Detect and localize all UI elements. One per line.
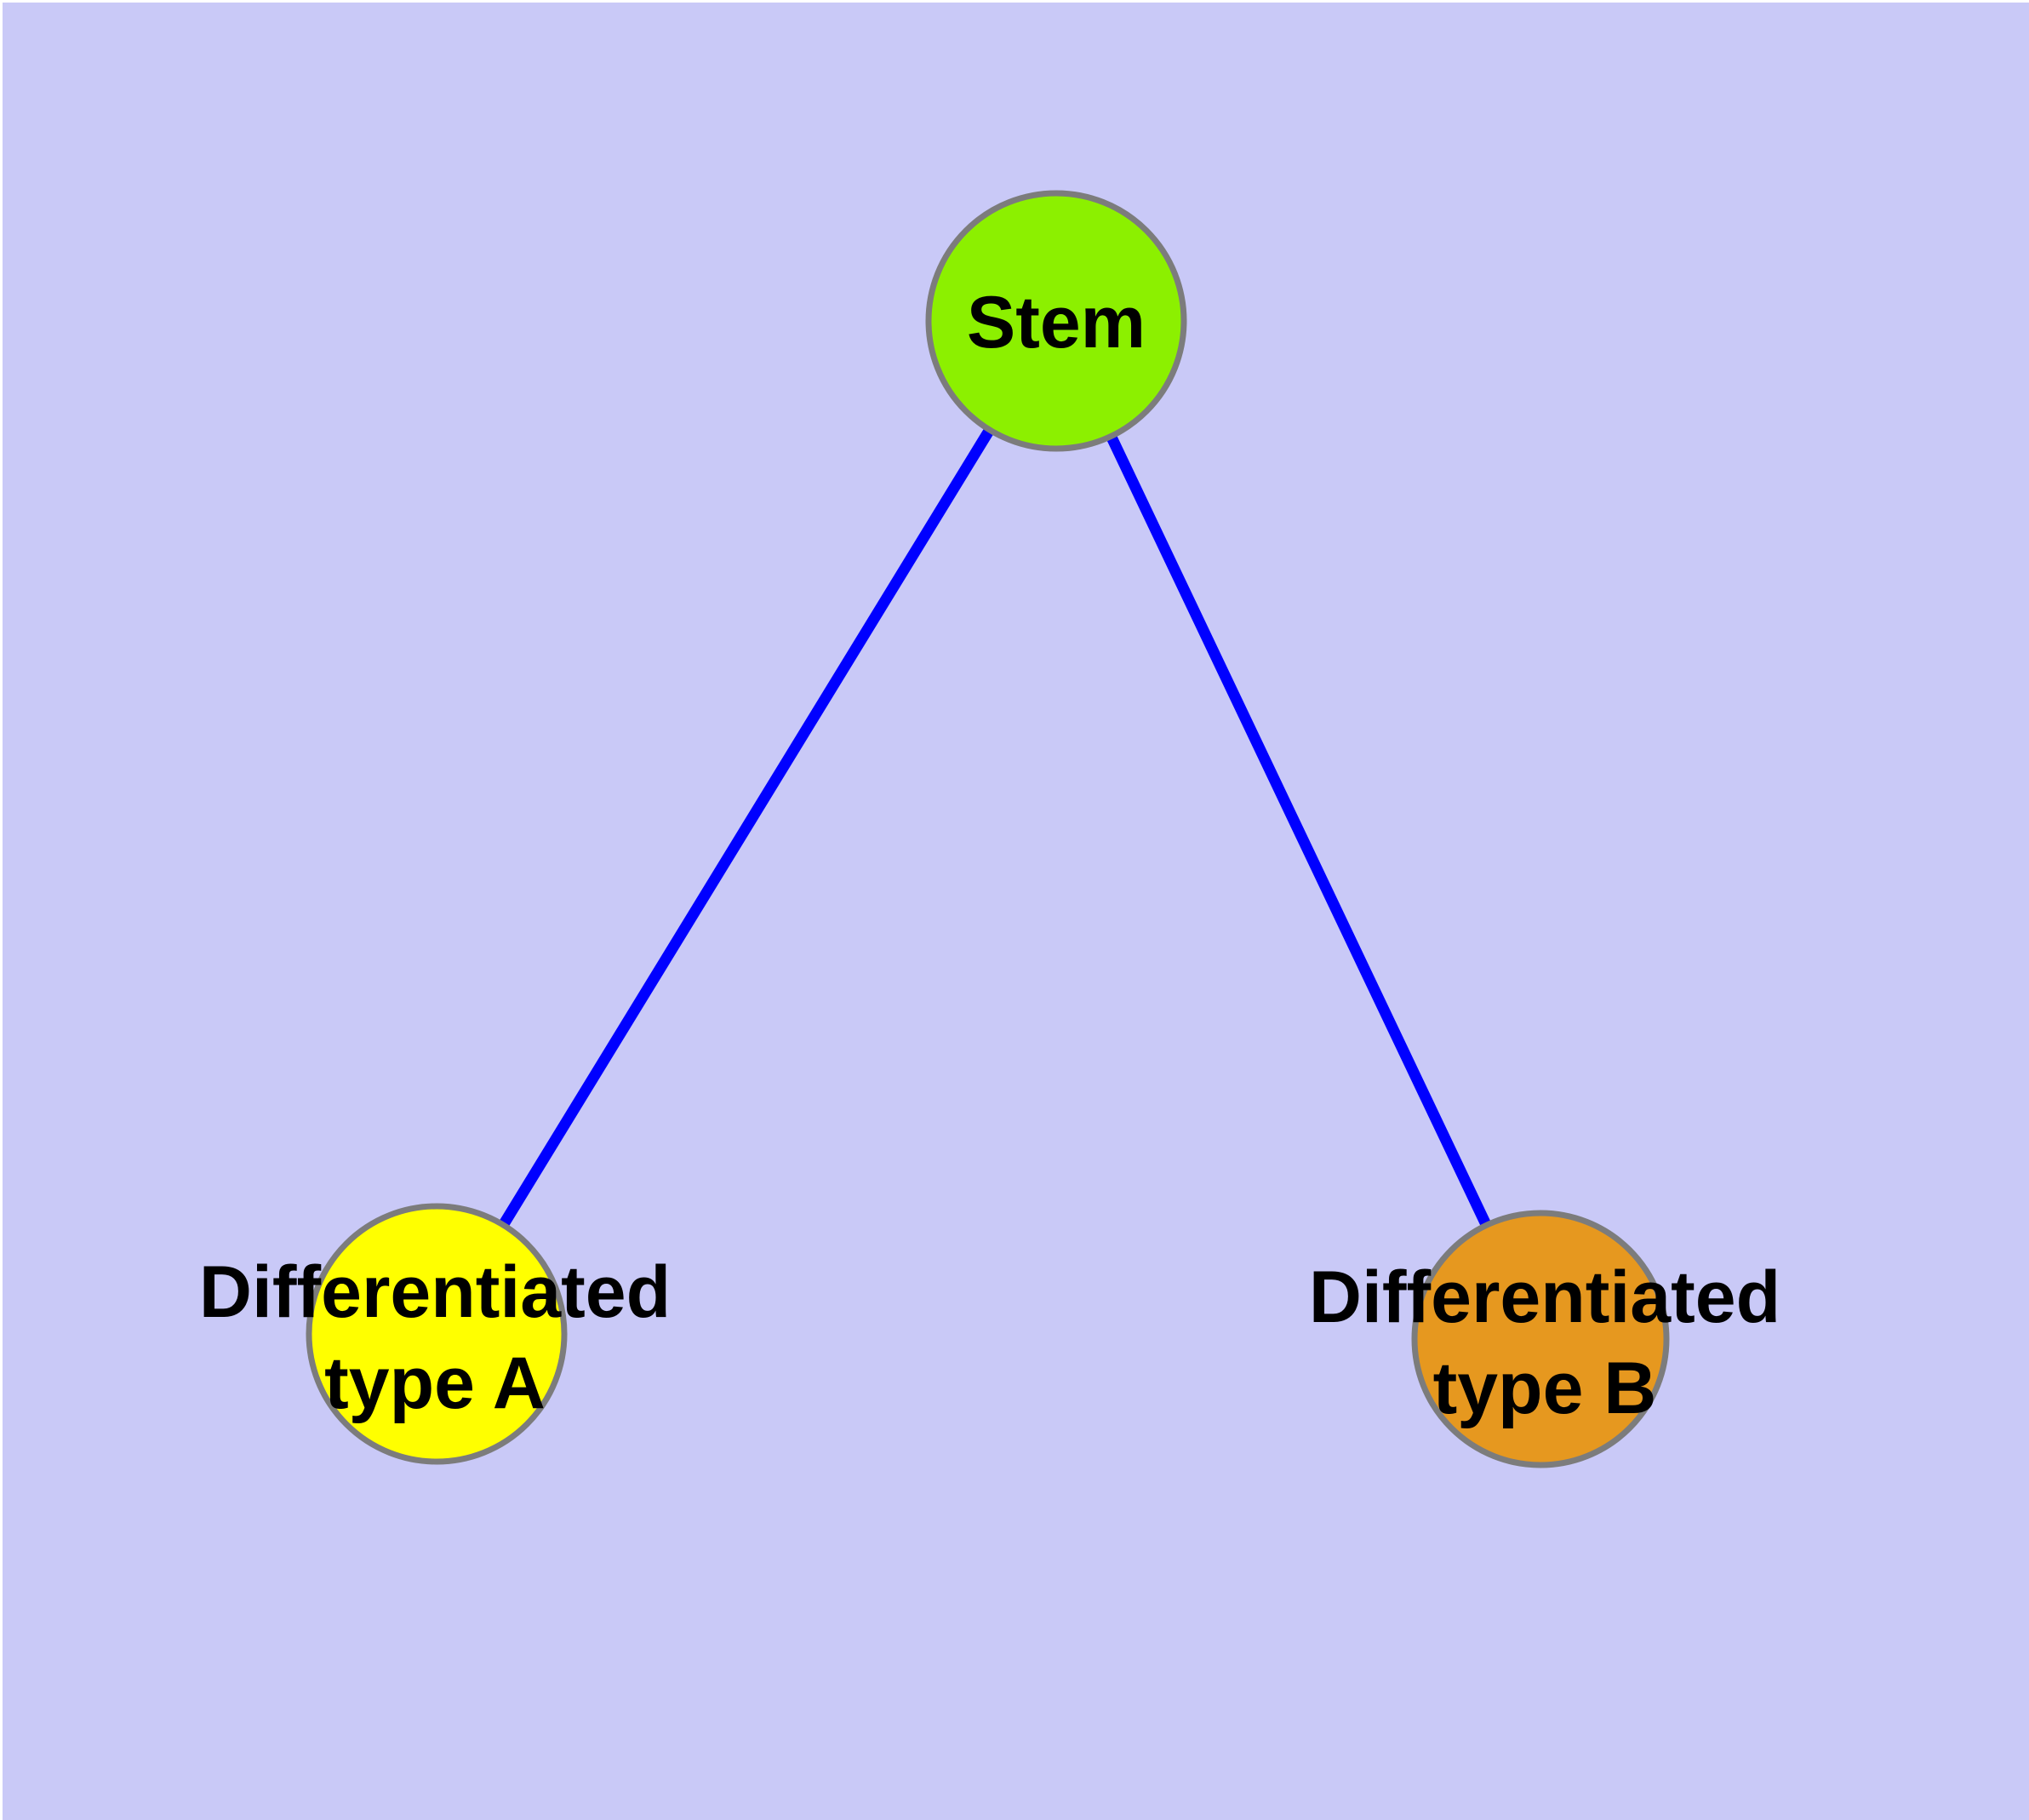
node-type-a-label-line2: type A <box>324 1342 546 1424</box>
node-stem-label: Stem <box>967 282 1146 363</box>
graph-svg: Stem Differentiated type A Differentiate… <box>3 3 2029 1820</box>
node-stem <box>925 190 1187 452</box>
node-type-a-label-line1: Differentiated <box>199 1251 671 1333</box>
node-type-b-label-line2: type B <box>1433 1348 1657 1429</box>
node-type-b-label-line1: Differentiated <box>1309 1256 1780 1338</box>
edge-stem-to-type-a <box>432 318 1061 1337</box>
node-differentiated-type-a <box>306 1203 568 1465</box>
node-differentiated-type-b <box>1411 1210 1670 1468</box>
edge-stem-to-type-b <box>1051 318 1546 1342</box>
